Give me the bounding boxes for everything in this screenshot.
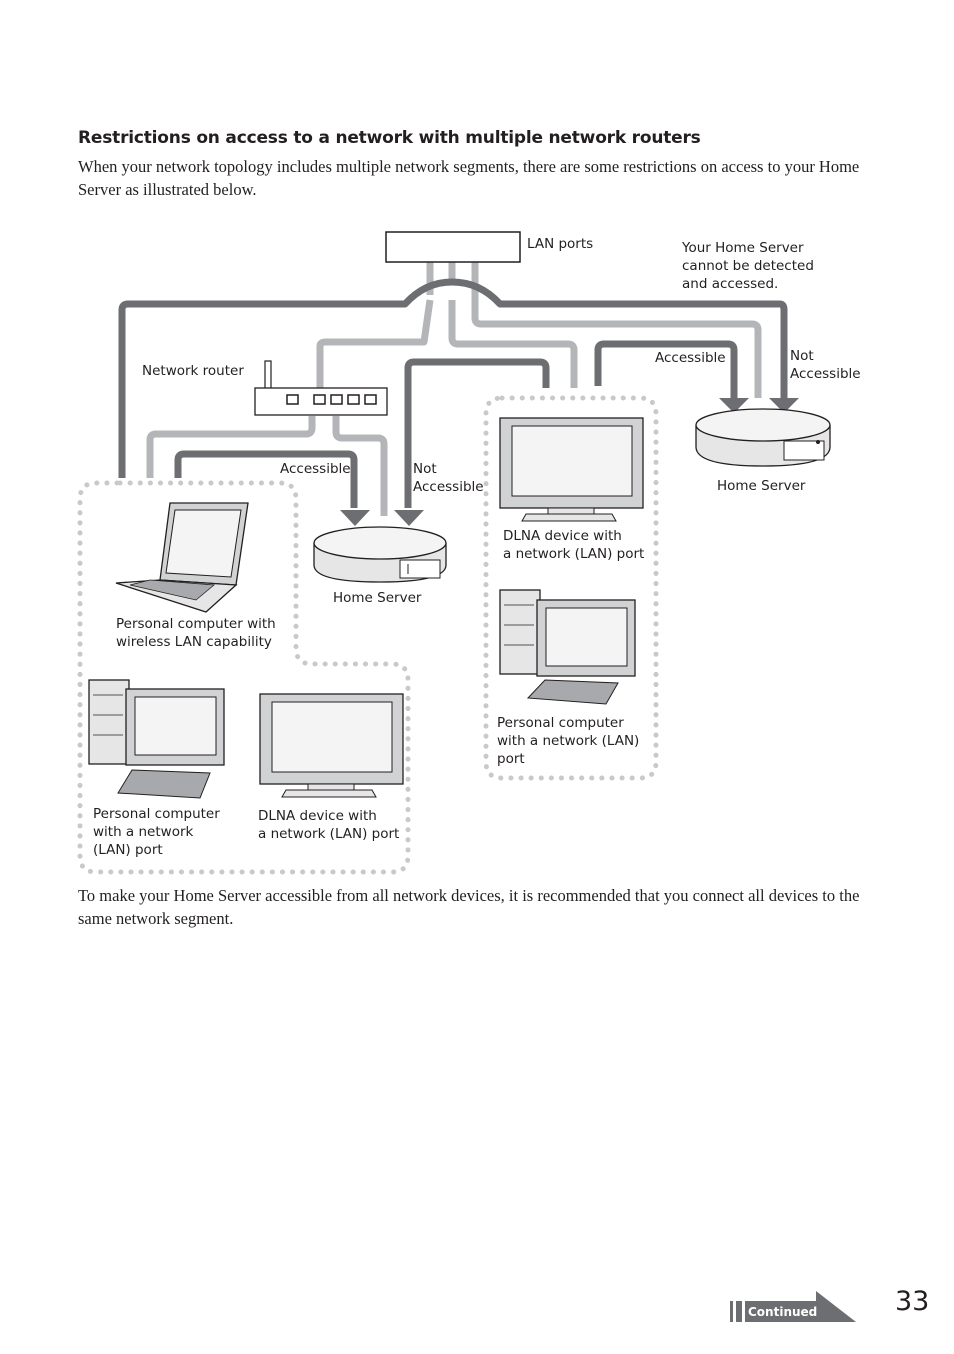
arrow-heads <box>340 398 799 526</box>
laptop-icon <box>115 502 249 613</box>
network-router-label: Network router <box>142 363 244 379</box>
dlna-tv-left-icon <box>259 693 404 798</box>
pc-lan-left-label: Personal computer with a network (LAN) p… <box>93 806 220 858</box>
pc-lan-right-label: Personal computer with a network (LAN) p… <box>497 715 640 767</box>
continued-label: Continued <box>748 1305 818 1319</box>
segment-boundary-right <box>483 395 659 781</box>
dlna-left-label: DLNA device with a network (LAN) port <box>258 808 400 842</box>
pc-left-icon <box>88 679 225 799</box>
dlna-tv-right-icon <box>499 417 644 522</box>
continued-marker <box>730 1291 856 1322</box>
lan-ports-label: LAN ports <box>527 236 594 252</box>
upstream-router-box <box>385 231 521 263</box>
home-server-right-icon <box>695 408 831 467</box>
closing-paragraph: To make your Home Server accessible from… <box>78 886 860 928</box>
home-server-right-label: Home Server <box>717 478 806 494</box>
section-heading: Restrictions on access to a network with… <box>78 128 701 148</box>
pc-wireless-label: Personal computer with wireless LAN capa… <box>116 616 276 650</box>
pc-right-icon <box>499 589 636 705</box>
accessible-left-label: Accessible <box>280 461 351 477</box>
page-number: 33 <box>895 1286 930 1317</box>
home-server-center-icon <box>313 526 447 583</box>
not-detected-note: Your Home Server cannot be detected and … <box>682 240 814 292</box>
not-accessible-left-label: Not Accessible <box>413 461 484 495</box>
accessible-right-label: Accessible <box>655 350 726 366</box>
not-accessible-right-label: Not Accessible <box>790 348 861 382</box>
network-router-icon <box>254 360 388 416</box>
intro-paragraph: When your network topology includes mult… <box>78 157 860 199</box>
dlna-right-label: DLNA device with a network (LAN) port <box>503 528 645 562</box>
segment-boundary-left <box>77 480 411 875</box>
home-server-center-label: Home Server <box>333 590 422 606</box>
